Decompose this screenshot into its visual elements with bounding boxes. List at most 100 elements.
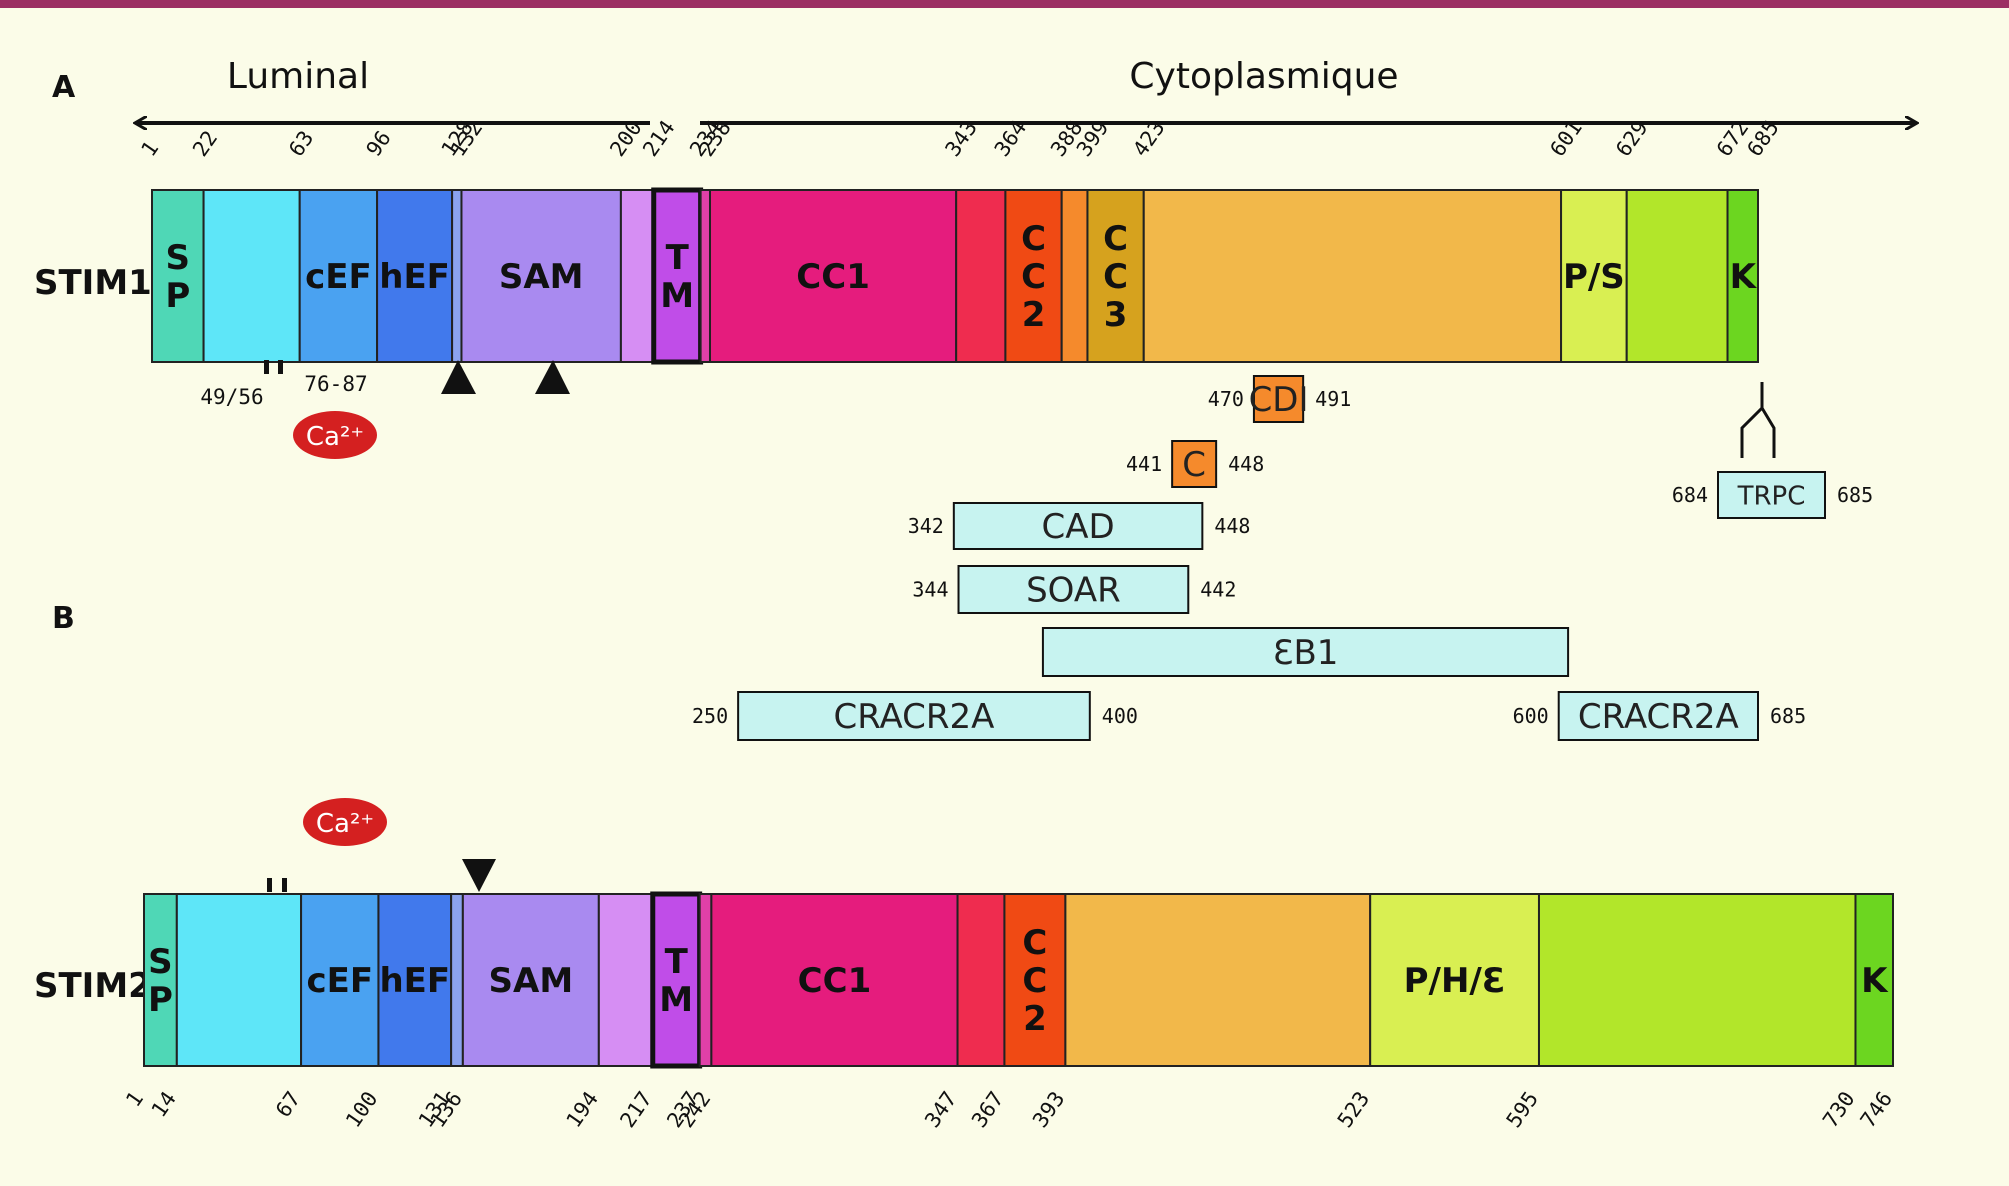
stim2-domain — [698, 893, 713, 1067]
interaction-region-box — [737, 691, 1091, 741]
interaction-region-start: 344 — [912, 578, 948, 602]
stim2-domain — [175, 893, 303, 1067]
interaction-region-label: CRACR2A — [1578, 697, 1739, 737]
interaction-region-end: 491 — [1315, 387, 1351, 411]
stim2-domain — [1064, 893, 1372, 1067]
interaction-region-box — [957, 565, 1190, 614]
stim2-domain — [143, 893, 178, 1067]
stim2-domain — [1854, 893, 1894, 1067]
stim2-calcium-badge — [303, 798, 387, 846]
stim1-domain — [1142, 189, 1563, 363]
interaction-region-end: 400 — [1102, 704, 1138, 728]
trpc-connector — [1740, 382, 1776, 458]
stim1-domain — [1726, 189, 1759, 363]
interaction-region-start: 600 — [1513, 704, 1549, 728]
stim2-domain — [710, 893, 959, 1067]
interaction-region-start: 470 — [1208, 387, 1244, 411]
stim2-domain-label: cEF — [306, 961, 373, 1001]
interaction-region-label: C — [1182, 445, 1206, 485]
stim1-domain-label: K — [1730, 257, 1758, 297]
stim1-calcium-badge — [293, 411, 377, 459]
stim2-domain — [377, 893, 453, 1067]
stim2-domain — [597, 893, 654, 1067]
stim1-site-triangle — [535, 360, 570, 394]
stim1-ef-site-mark — [264, 360, 269, 374]
stim1-domain — [451, 189, 463, 363]
interaction-region-start: 250 — [692, 704, 728, 728]
stim2-calcium-label: Ca²⁺ — [316, 809, 374, 839]
interaction-region-box — [1041, 627, 1570, 677]
interaction-region-label: CRACR2A — [834, 697, 995, 737]
stim2-site-triangle — [462, 859, 496, 892]
stim1-domain — [1086, 189, 1145, 363]
interaction-region-box — [1717, 471, 1826, 519]
interaction-region-label: CDI — [1249, 380, 1309, 420]
stim2-domain — [956, 893, 1006, 1067]
interaction-region-start: 684 — [1672, 483, 1708, 507]
interaction-region-end: 442 — [1200, 578, 1236, 602]
stim1-domain — [955, 189, 1007, 363]
stim1-ef-site-label: 49/56 — [200, 385, 263, 409]
stim1-domain — [1060, 189, 1089, 363]
interaction-region-start: 441 — [1126, 452, 1162, 476]
stim1-calcium-label: Ca²⁺ — [306, 422, 364, 452]
interaction-region-label: ƐB1 — [1273, 633, 1339, 673]
stim1-domain-label: SAM — [499, 257, 584, 297]
stim1-site-triangle — [441, 360, 476, 394]
stim2-ef-site-mark — [282, 878, 287, 892]
stim1-domain — [376, 189, 454, 363]
stim2-domain — [450, 893, 464, 1067]
interaction-region-end: 685 — [1770, 704, 1806, 728]
interaction-region-label: TRPC — [1737, 481, 1806, 511]
stim2-domain-label: P/H/Ɛ — [1404, 961, 1506, 1001]
stim1-domain — [202, 189, 301, 363]
stim1-ef-site-mark — [278, 360, 283, 374]
stim2-name: STIM2 — [34, 966, 152, 1006]
interaction-region-label: CAD — [1041, 507, 1114, 547]
stim1-domain — [1625, 189, 1729, 363]
stim1-domain-label: CC1 — [796, 257, 870, 297]
panel-label-b: B — [52, 601, 75, 636]
stim1-ef-loop-label: 76-87 — [304, 372, 367, 396]
stim2-domain — [300, 893, 380, 1067]
interaction-region-box — [1252, 375, 1305, 423]
stim1-domain — [460, 189, 622, 363]
stim2-domain — [1537, 893, 1857, 1067]
interaction-region-label: SOAR — [1026, 571, 1121, 611]
interaction-region-end: 448 — [1214, 514, 1250, 538]
interaction-region-end: 448 — [1228, 452, 1264, 476]
stim1-domain — [619, 189, 655, 363]
stim1-domain — [699, 189, 711, 363]
stim2-domain-label: K — [1861, 961, 1889, 1001]
stim1-name: STIM1 — [34, 263, 152, 303]
stim1-domain — [1004, 189, 1063, 363]
top-border — [0, 0, 2009, 8]
cytoplasmic-label: Cytoplasmique — [1129, 56, 1398, 97]
interaction-region-start: 342 — [908, 514, 944, 538]
panel-label-a: A — [52, 70, 76, 105]
stim2-domain — [1369, 893, 1540, 1067]
stim1-domain-label: hEF — [379, 257, 450, 297]
luminal-label: Luminal — [227, 56, 369, 97]
stim1-domain — [151, 189, 205, 363]
stim1-domain — [298, 189, 379, 363]
stim1-domain-label: cEF — [305, 257, 372, 297]
interaction-region-box — [1171, 440, 1218, 488]
stim2-ef-site-mark — [267, 878, 272, 892]
stim1-domain-label: P/S — [1563, 257, 1625, 297]
stim2-domain-label: CC1 — [798, 961, 872, 1001]
stim2-domain-label: hEF — [379, 961, 450, 1001]
interaction-region-box — [1557, 691, 1759, 741]
stim2-domain-label: SAM — [489, 961, 574, 1001]
